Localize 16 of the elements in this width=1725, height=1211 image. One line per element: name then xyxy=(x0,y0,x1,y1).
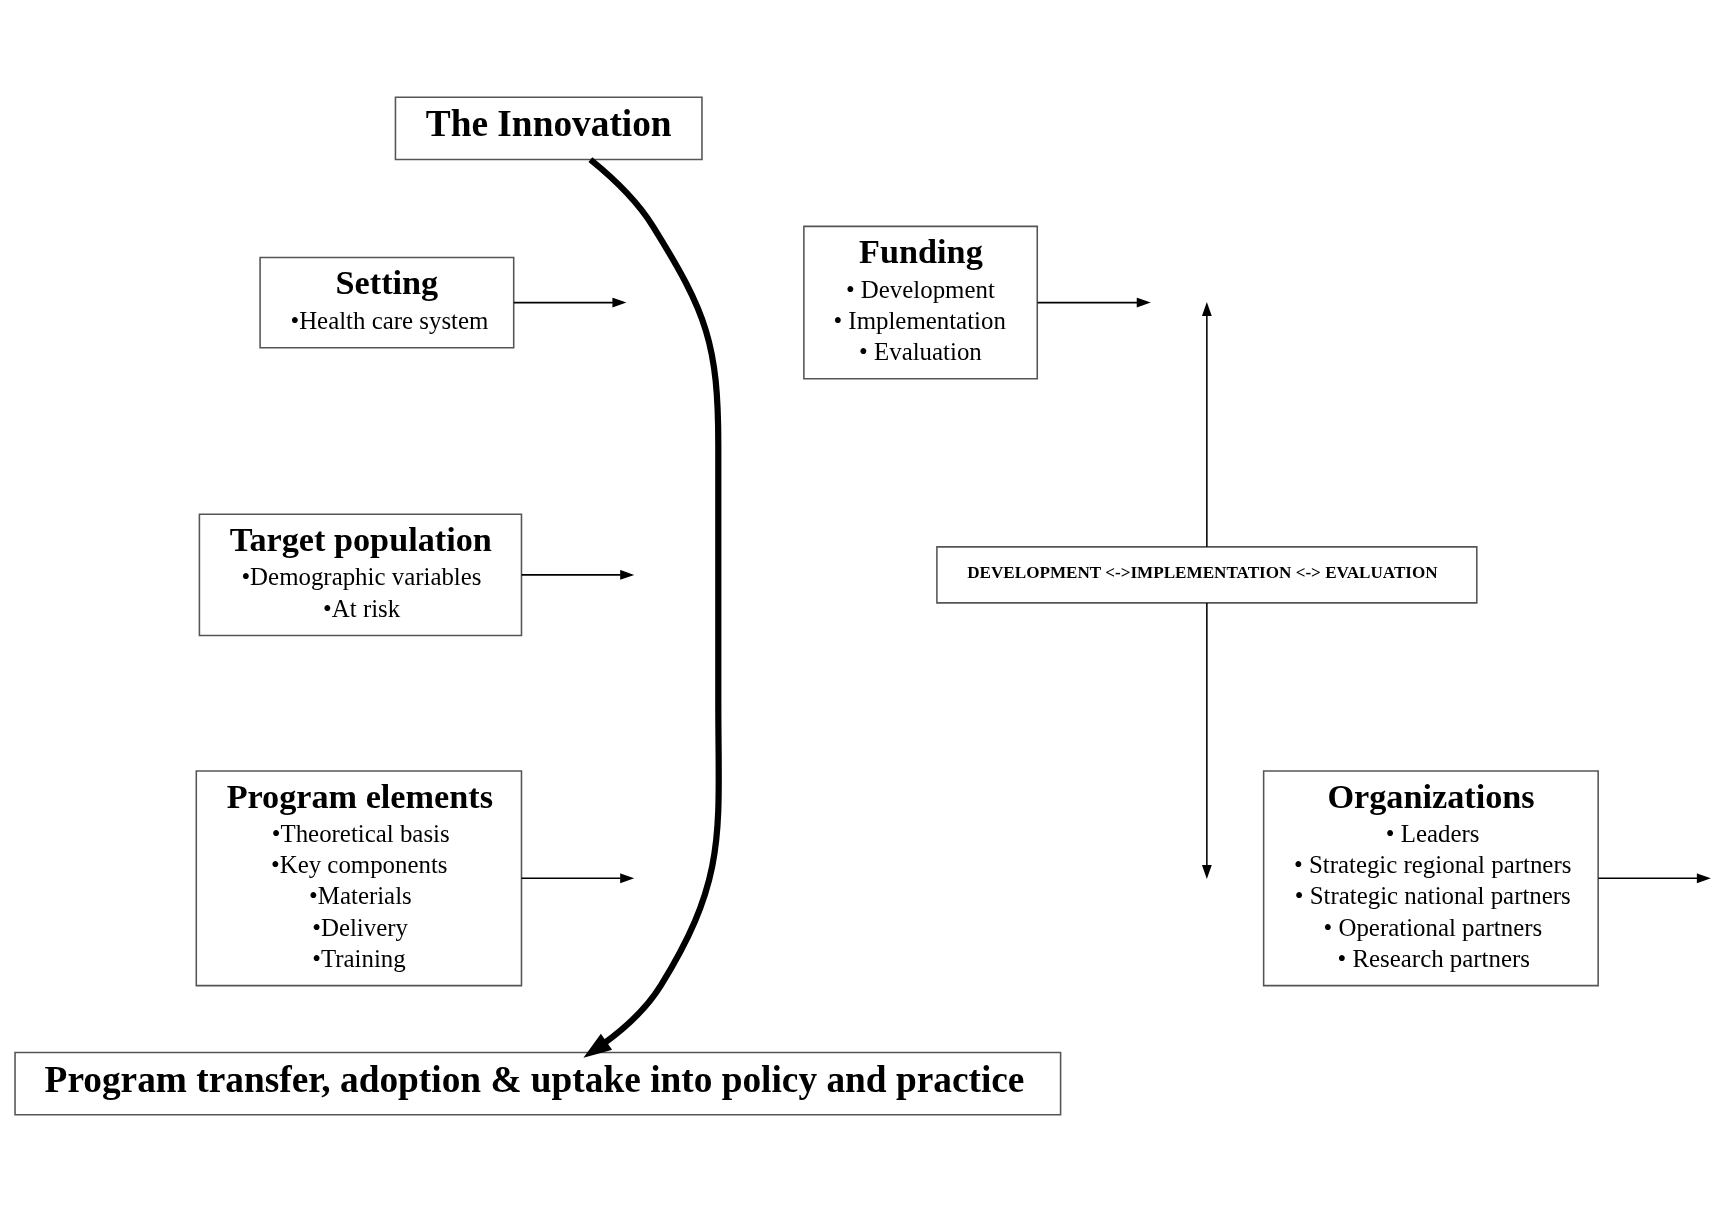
node-box: Program transfer, adoption & uptake into policy and practice xyxy=(14,1051,1062,1116)
arrow xyxy=(513,297,627,307)
arrow xyxy=(520,872,635,883)
node-box: Setting •Health care system xyxy=(259,256,515,348)
node-box: Program elements •Theoretical basis •Key components •Materials •Delivery •Training xyxy=(195,769,523,986)
node-box: Target population •Demographic variables •At risk xyxy=(198,512,523,636)
arrow xyxy=(1597,872,1711,883)
arrow xyxy=(583,156,722,1058)
arrow xyxy=(1201,301,1212,548)
arrow xyxy=(1036,297,1151,307)
arrow xyxy=(520,569,635,580)
node-box: Organizations • Leaders • Strategic regional partners • Strategic national partners • Operational partners • Research partners xyxy=(1262,769,1599,986)
node-box: DEVELOPMENT <->IMPLEMENTATION <-> EVALUATION xyxy=(936,545,1478,604)
node-box: Funding • Development • Implementation • Evaluation xyxy=(803,225,1039,380)
node-box: The Innovation xyxy=(394,95,703,160)
arrow xyxy=(1201,601,1212,879)
